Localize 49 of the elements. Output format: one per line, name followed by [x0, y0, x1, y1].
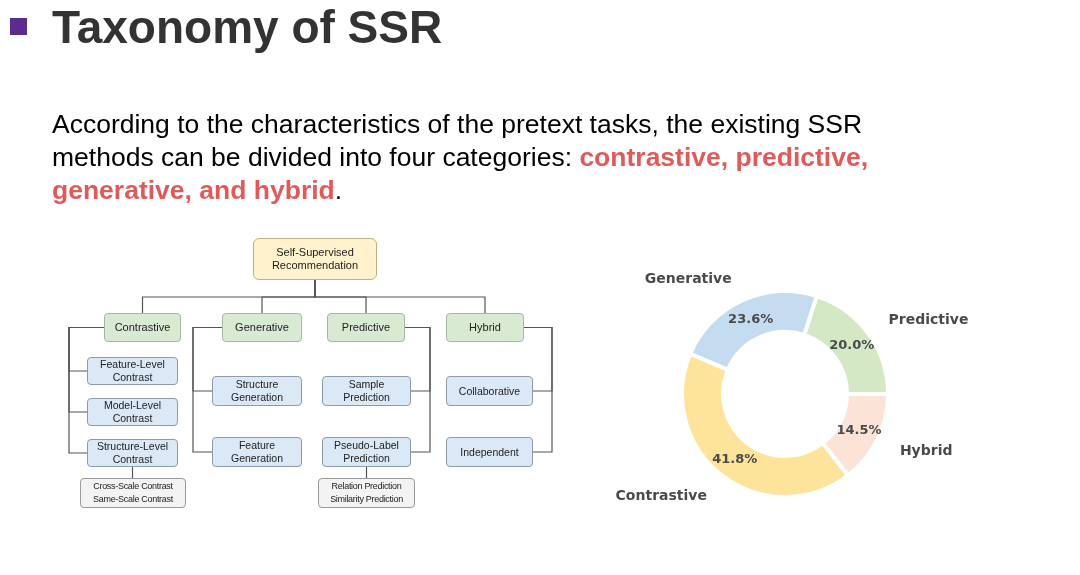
method-box: [212, 376, 302, 406]
node-label: Feature Generation: [230, 439, 284, 465]
node-label: Independent: [459, 445, 520, 459]
subtype-box: [318, 478, 415, 508]
method-box: [446, 376, 533, 406]
tree-connector: [404, 326, 431, 453]
percent-label: 20.0%: [829, 336, 875, 355]
node-label: Self-Supervised Recommendation: [270, 246, 360, 272]
node-label: Relation Prediction: [330, 480, 403, 493]
node-label: Pseudo-Label Prediction: [333, 439, 400, 465]
node-label: Feature-Level Contrast: [99, 358, 166, 384]
node-label: Sample Prediction: [342, 378, 391, 404]
tree-connector: [523, 326, 553, 453]
slice-label: Hybrid: [899, 440, 953, 460]
category-box: [446, 313, 524, 342]
intro-paragraph: According to the characteristics of the pretext tasks, the existing SSR methods can be divided into four categories: contrastive, predictive, generative, and hybrid.: [52, 108, 870, 207]
node-label: Similarity Prediction: [329, 493, 404, 506]
slide-title: Taxonomy of SSR: [52, 0, 443, 54]
root-box: [253, 238, 377, 280]
tree-connector: [314, 279, 486, 314]
node-label: Contrastive: [113, 321, 172, 334]
tree-connector: [192, 326, 223, 453]
slice-label: Predictive: [888, 309, 969, 329]
method-box: [446, 437, 533, 467]
category-box: [327, 313, 405, 342]
slice-label: Contrastive: [615, 485, 707, 505]
method-box: [87, 357, 178, 385]
node-label: Same-Scale Contrast: [92, 493, 174, 506]
node-label: Structure-Level Contrast: [95, 440, 170, 466]
node-label: Generative: [234, 321, 290, 334]
category-box: [222, 313, 302, 342]
percent-label: 23.6%: [728, 310, 774, 329]
node-label: Model-Level Contrast: [102, 399, 163, 425]
node-label: Predictive: [340, 321, 392, 334]
method-box: [322, 437, 411, 467]
method-box: [322, 376, 411, 406]
method-box: [87, 398, 178, 426]
node-label: Hybrid: [468, 321, 502, 334]
category-box: [104, 313, 181, 342]
method-box: [212, 437, 302, 467]
subtype-box: [80, 478, 186, 508]
percent-label: 41.8%: [712, 450, 758, 469]
method-box: [87, 439, 178, 467]
percent-label: 14.5%: [836, 421, 882, 440]
node-label: Collaborative: [457, 384, 522, 398]
tree-connector: [68, 326, 105, 454]
slice-label: Generative: [644, 268, 732, 288]
node-label: Cross-Scale Contrast: [92, 480, 174, 493]
node-label: Structure Generation: [230, 378, 284, 404]
